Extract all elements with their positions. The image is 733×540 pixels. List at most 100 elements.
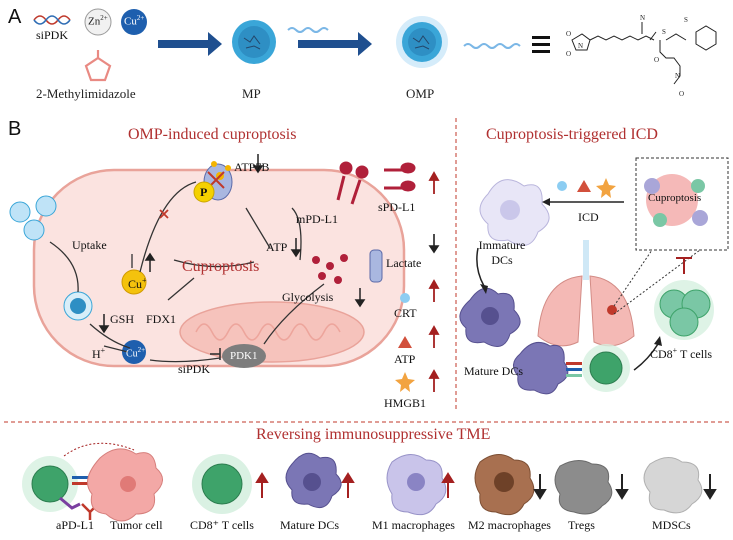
svg-text:S: S: [684, 16, 688, 24]
mp-label: MP: [242, 86, 261, 101]
mature-dc-icon-c: [285, 452, 342, 509]
svg-text:S: S: [662, 28, 666, 36]
icd-label: ICD: [578, 210, 599, 224]
synthesis-arrow-2: [298, 32, 372, 56]
synthesis-arrow-1: [158, 32, 222, 56]
left-panel-title: OMP-induced cuproptosis: [128, 126, 297, 143]
svg-text:O: O: [679, 90, 684, 98]
cu-charge: 2+: [136, 14, 145, 22]
item-label-m1: M1 macrophages: [372, 518, 455, 532]
immature-dc-icon: [479, 179, 550, 246]
cu-plus-label: Cu+: [128, 276, 147, 292]
omp-particle-icon: [396, 16, 448, 68]
cu-ion-icon: [121, 9, 147, 35]
icd-signal-icons: [557, 178, 616, 198]
inhibition-markers: [210, 348, 221, 360]
omp-particles-outside: [9, 195, 57, 241]
cell-pathway-arrows: [49, 181, 325, 363]
pdk1-label: PDK1: [230, 350, 258, 362]
polymer-structure-icon: O O N N S S O N O: [566, 14, 717, 98]
cu-label-a: Cu2+: [124, 14, 144, 28]
cd8-cluster-icon: [654, 280, 714, 340]
p-badge-label: P: [200, 185, 208, 199]
dc-tcell-synapse-icon: [513, 341, 630, 395]
cd8-rest: T cells: [677, 347, 713, 361]
tumor-cell-label: Tumor cell: [110, 518, 163, 532]
methylimidazole-label: 2-Methylimidazole: [36, 86, 136, 101]
zoom-line-1: [613, 249, 653, 307]
m1-macrophage-icon: [386, 454, 447, 516]
apdl1-tcell-icon: [22, 456, 99, 520]
immature-dcs-label: Immature DCs: [478, 238, 526, 267]
sipdk-label-a: siPDK: [36, 28, 69, 42]
lactate-down-arrow: [428, 234, 440, 254]
item-label-cd8: CD8⁺ T cells: [190, 518, 254, 532]
zn-ion-icon: [84, 8, 112, 36]
cu2-symbol: Cu: [126, 348, 138, 360]
hmgb1-label: HMGB1: [384, 396, 427, 410]
mature-dcs-label: Mature DCs: [464, 364, 523, 378]
fdx1-label: FDX1: [146, 312, 177, 326]
glycolysis-label: Glycolysis: [282, 290, 334, 304]
equivalence-icon: [532, 36, 550, 53]
gsh-label: GSH: [110, 312, 135, 326]
panel-c-title: Reversing immunosuppressive TME: [256, 426, 491, 443]
cu-plus-symbol: Cu: [128, 277, 143, 291]
tcell-activation-arrow: [633, 336, 662, 371]
m2-macrophage-icon: [474, 454, 535, 516]
cd8-tcells-label-b: CD8+ T cells: [650, 346, 712, 362]
omp-label: OMP: [406, 86, 435, 101]
lungs-icon: [537, 240, 635, 347]
cu2-charge: 2+: [137, 346, 146, 354]
cu-symbol: Cu: [124, 15, 137, 28]
change-arrows-secreted: [428, 171, 440, 392]
change-arrows-cell: [98, 154, 366, 334]
cu-plus-charge: +: [142, 276, 147, 285]
atp-cell-label: ATP: [266, 240, 288, 254]
apdl1-label: aPD-L1: [56, 518, 94, 532]
svg-text:N: N: [640, 14, 645, 22]
item-label-mdscs: MDSCs: [652, 518, 691, 532]
lactate-label: Lactate: [386, 256, 422, 270]
item-label-tregs: Tregs: [568, 518, 595, 532]
mpdl1-receptor-icon: [336, 161, 369, 205]
cuproptosis-label: Cuproptosis: [182, 258, 260, 275]
cu2-label: Cu2+: [126, 346, 145, 359]
endosome-particles: [63, 291, 93, 321]
p-badge-icon: [193, 181, 215, 203]
mct-transporter-icon: [369, 249, 383, 283]
cuproptosis-box-label: Cuproptosis: [648, 192, 702, 204]
pdk1-protein-icon: [222, 344, 266, 368]
cd8-sup: +: [672, 346, 678, 355]
trend-arrows-up: [255, 472, 455, 498]
svg-text:O: O: [654, 56, 659, 64]
mp-particle-icon: [232, 20, 276, 64]
h-plus-label: H+: [92, 346, 105, 362]
lactate-particles: [312, 254, 348, 284]
sipdk-cell-label: siPDK: [178, 362, 211, 376]
panel-a-letter: A: [8, 6, 22, 28]
crt-label: CRT: [394, 306, 417, 320]
atp7b-label: ATP7B: [234, 160, 270, 174]
item-label-m2: M2 macrophages: [468, 518, 551, 532]
h-plus-charge: +: [100, 346, 106, 355]
polymer-chain-icon: [463, 43, 521, 49]
h-plus-symbol: H: [92, 347, 101, 361]
crt-icon: [400, 293, 410, 303]
zoom-line-2: [613, 249, 701, 315]
svg-text:O: O: [566, 50, 571, 58]
panel-b-graphics: [9, 118, 729, 410]
methylimidazole-icon: [84, 56, 112, 82]
sipdk-helix-icon: [33, 15, 71, 25]
blocked-transport-icon: [159, 209, 169, 219]
atp-triangle-icon: [398, 336, 412, 348]
dc-maturation-arrow: [476, 247, 488, 294]
panel-b-letter: B: [8, 118, 22, 140]
panel-c-graphics: [4, 421, 729, 522]
svg-text:N: N: [578, 42, 583, 50]
icd-arrow: [542, 198, 624, 206]
atp-secreted-label: ATP: [394, 352, 416, 366]
spdl1-label: sPD-L1: [378, 200, 416, 214]
hmgb1-star-icon: [395, 372, 415, 392]
zn-symbol: Zn: [88, 15, 101, 28]
